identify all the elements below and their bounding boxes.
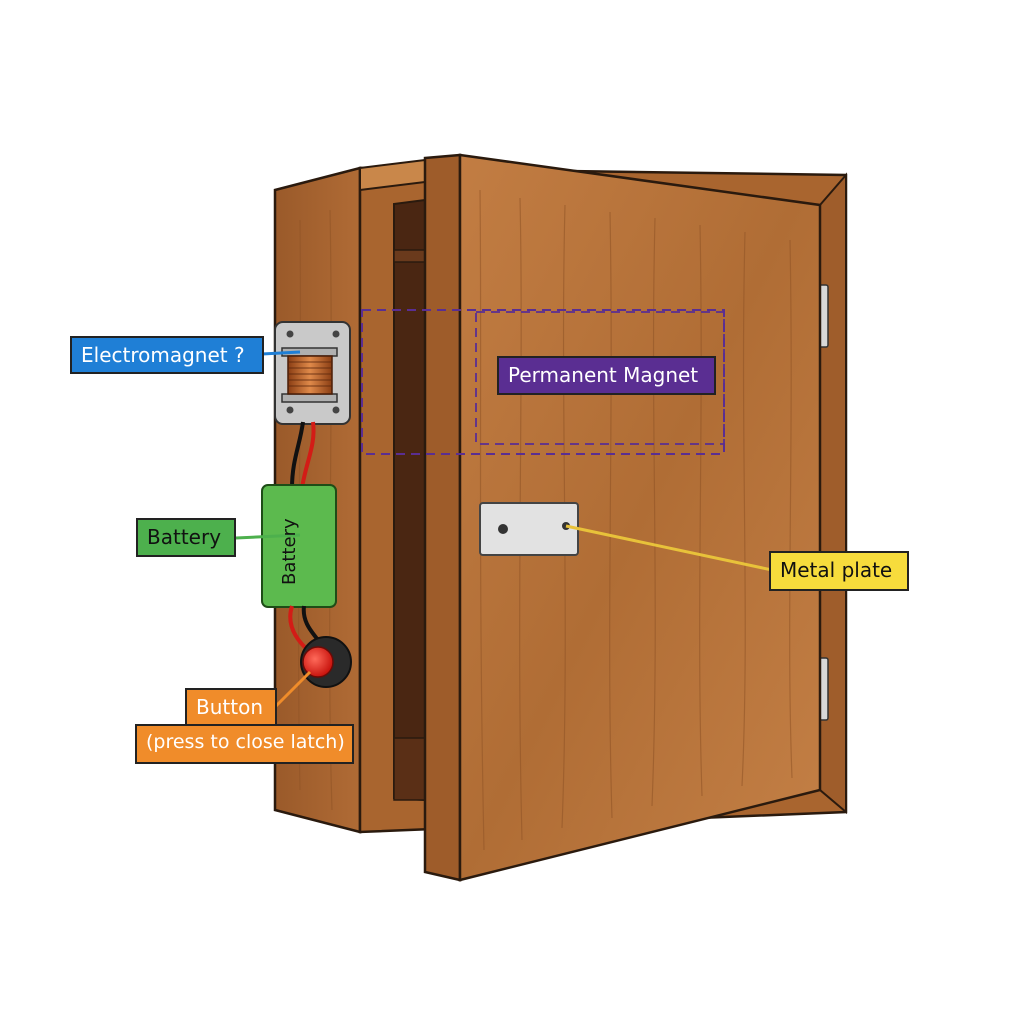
battery-body — [261, 484, 337, 608]
electromagnet-label: Electromagnet ? — [70, 336, 264, 374]
metal-plate — [479, 502, 579, 556]
battery-body-text: Battery — [279, 518, 300, 585]
wire-red-1 — [300, 421, 316, 489]
door-face — [458, 153, 822, 882]
metal-plate-hole-1 — [498, 524, 508, 534]
cabinet-interior — [393, 198, 426, 802]
wire-black-1 — [290, 421, 305, 489]
interior-shelf-edge — [393, 249, 426, 263]
magnet-dashed-outer — [361, 309, 725, 455]
button-label-title: Button — [185, 688, 277, 726]
door-edge — [423, 153, 462, 882]
battery-label: Battery — [136, 518, 236, 557]
battery-leader — [235, 533, 301, 540]
button-label-description: (press to close latch) — [135, 724, 354, 764]
metal-plate-leader — [565, 524, 773, 572]
button-cap — [302, 646, 334, 678]
electromagnet-leader — [261, 350, 301, 356]
interior-bottom — [393, 737, 426, 801]
permanent-magnet-label: Permanent Magnet — [497, 356, 716, 395]
magnet-dashed-inner — [475, 311, 725, 445]
metal-plate-label: Metal plate — [769, 551, 909, 591]
